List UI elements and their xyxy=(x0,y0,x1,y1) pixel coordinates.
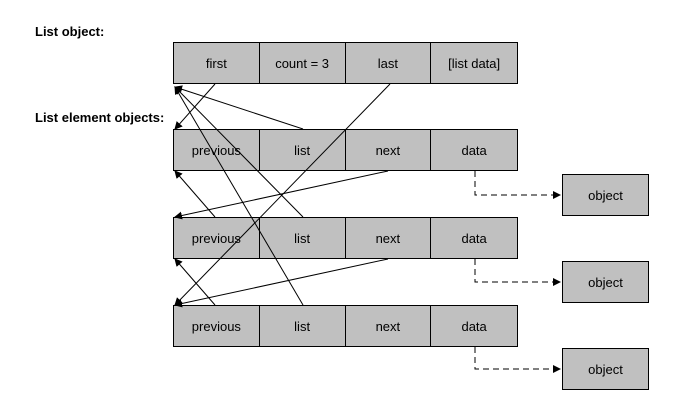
data-pointer-arrow-2 xyxy=(474,259,561,286)
element-row-1: previous list next data xyxy=(173,129,518,171)
element-list-cell: list xyxy=(260,218,346,258)
element-row-3: previous list next data xyxy=(173,305,518,347)
element-data-cell: data xyxy=(461,142,487,158)
element-data-cell: data xyxy=(461,318,487,334)
list-first-cell: first xyxy=(174,43,260,83)
last-pointer-arrow xyxy=(174,83,391,306)
element-2-next-arrow xyxy=(174,258,389,308)
list-object-heading: List object: xyxy=(35,24,105,39)
first-pointer-arrow xyxy=(174,83,216,130)
element-row-2: previous list next data xyxy=(173,217,518,259)
element-next-cell: next xyxy=(346,130,432,170)
element-list-cell: list xyxy=(260,306,346,346)
element-1-list-pointer-arrow xyxy=(174,85,304,130)
object-box-1: object xyxy=(562,174,649,216)
element-list-cell: list xyxy=(260,130,346,170)
element-previous-cell: previous xyxy=(174,130,260,170)
object-box-2: object xyxy=(562,261,649,303)
data-pointer-arrow-3 xyxy=(474,347,561,373)
element-next-cell: next xyxy=(346,306,432,346)
element-previous-cell: previous xyxy=(174,306,260,346)
element-next-cell: next xyxy=(346,218,432,258)
data-pointer-arrow-1 xyxy=(474,171,561,199)
list-last-cell: last xyxy=(346,43,432,83)
list-count-cell: count = 3 xyxy=(260,43,346,83)
list-data-cell: [list data] xyxy=(448,55,501,71)
element-previous-cell: previous xyxy=(174,218,260,258)
element-3-list-pointer-arrow xyxy=(174,86,304,306)
element-2-list-pointer-arrow xyxy=(174,86,304,218)
element-data-cell: data xyxy=(461,230,487,246)
list-object-row: first count = 3 last [list data] xyxy=(173,42,518,84)
list-element-objects-heading: List element objects: xyxy=(35,110,165,125)
object-box-3: object xyxy=(562,348,649,390)
element-1-next-arrow xyxy=(174,170,389,220)
